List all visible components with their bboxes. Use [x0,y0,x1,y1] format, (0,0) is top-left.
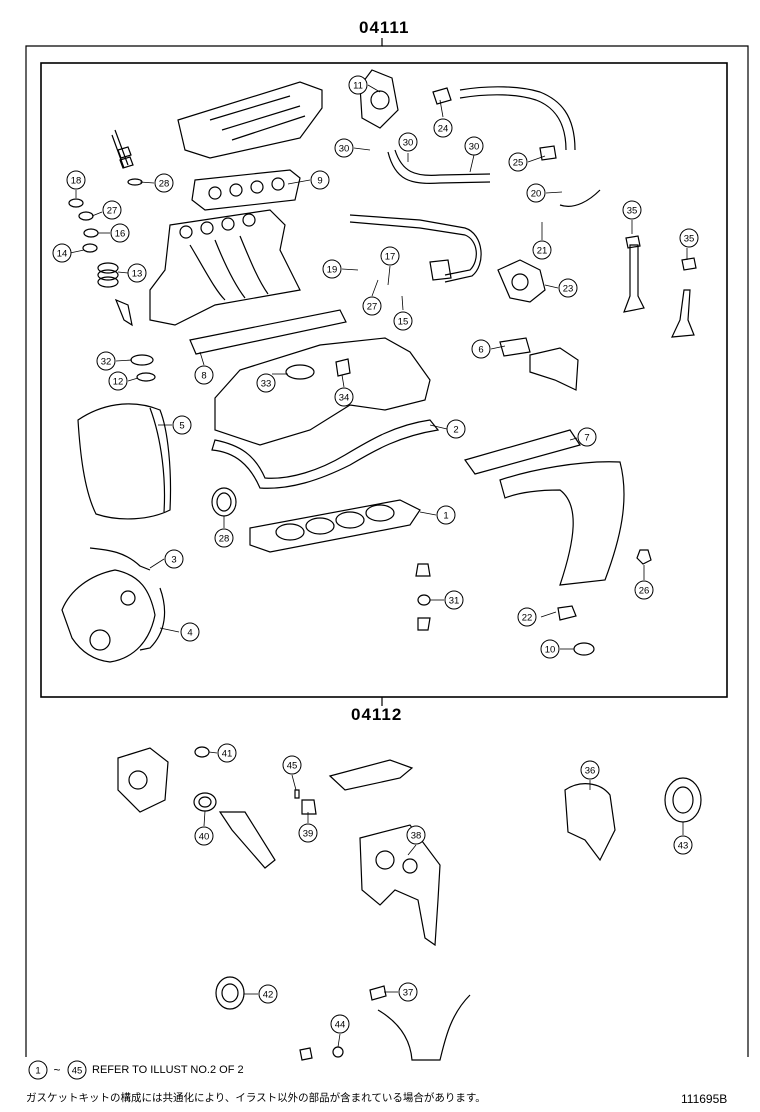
callout-1: 1 [443,511,448,522]
callout-39: 39 [303,829,314,840]
outer-frame-right [382,45,749,1057]
callout-8: 8 [201,371,206,382]
callout-28: 28 [159,179,170,190]
callout-35: 35 [627,206,638,217]
callout-4: 4 [187,628,192,639]
callout-14: 14 [57,249,68,260]
callout-7: 7 [584,433,589,444]
callout-42: 42 [263,990,274,1001]
callout-12: 12 [113,377,124,388]
callout-36: 36 [585,766,596,777]
callout-31: 31 [449,596,460,607]
callout-34: 34 [339,393,350,404]
callout-3: 3 [171,555,176,566]
callout-26: 26 [639,586,650,597]
callout-32: 32 [101,357,112,368]
callout-38: 38 [411,831,422,842]
callout-28: 28 [219,534,230,545]
callout-6: 6 [478,345,483,356]
callout-5: 5 [179,421,184,432]
callout-41: 41 [222,749,233,760]
callout-15: 15 [398,317,409,328]
callout-35: 35 [684,234,695,245]
callout-11: 11 [353,81,363,92]
callout-2: 2 [453,425,458,436]
callout-21: 21 [537,246,548,257]
callout-16: 16 [115,229,126,240]
callout-37: 37 [403,988,414,999]
japanese-note: ガスケットキットの構成には共通化により、イラスト以外の部品が含まれている場合があ… [26,1092,486,1104]
outer-frame-left [25,38,383,1057]
callout-33: 33 [261,379,272,390]
kit-04111-frame [40,62,728,698]
callout-24: 24 [438,124,449,135]
callout-17: 17 [385,252,396,263]
legend-text: REFER TO ILLUST NO.2 OF 2 [92,1064,244,1076]
callout-22: 22 [522,613,533,624]
callout-30: 30 [339,144,350,155]
callout-40: 40 [199,832,210,843]
kit-code-lower: 04112 [351,705,403,724]
callout-9: 9 [317,176,322,187]
legend-range-separator: ~ [53,1063,60,1077]
callout-43: 43 [678,841,689,852]
illustration-code: 111695B [681,1092,728,1106]
callout-25: 25 [513,158,524,169]
callout-30: 30 [469,142,480,153]
callout-23: 23 [563,284,574,295]
callout-30: 30 [403,138,414,149]
legend-range-end: 45 [72,1066,83,1077]
kit-code-upper: 04111 [359,18,410,37]
callout-44: 44 [335,1020,346,1031]
legend-range-start: 1 [35,1066,40,1077]
callout-13: 13 [132,269,143,280]
callout-45: 45 [287,761,298,772]
callout-10: 10 [545,645,556,656]
callout-27: 27 [107,206,118,217]
callout-20: 20 [531,189,542,200]
callout-27: 27 [367,302,378,313]
callout-18: 18 [71,176,82,187]
callout-19: 19 [327,265,338,276]
